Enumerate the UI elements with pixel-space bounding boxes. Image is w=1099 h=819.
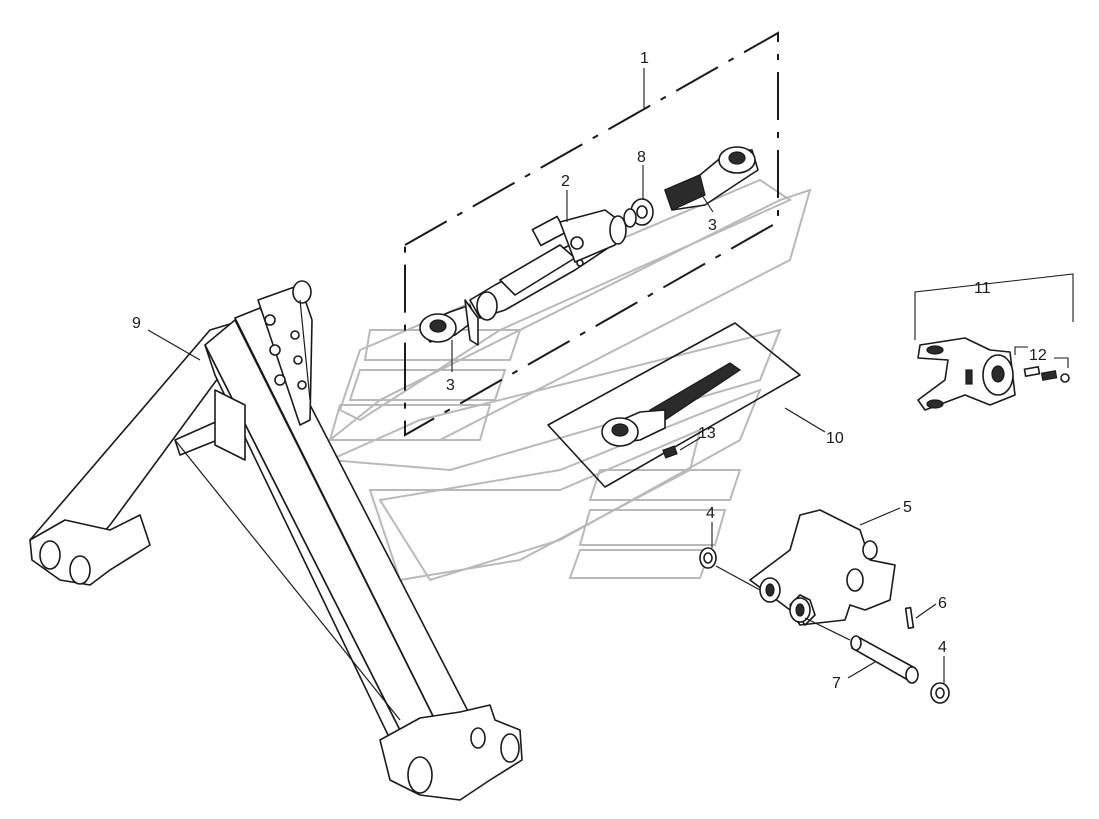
- callout-7: 7: [832, 675, 841, 692]
- callout-4-right: 4: [938, 639, 947, 656]
- callout-8: 8: [637, 149, 646, 166]
- callout-1: 1: [640, 50, 649, 67]
- ball-joint-right: [664, 146, 759, 211]
- callout-4-left: 4: [706, 505, 715, 522]
- group-10-boundary: [547, 322, 801, 488]
- leader-10: [784, 407, 826, 433]
- top-link-body: [459, 209, 627, 321]
- bolt-and-spring: [1023, 366, 1070, 383]
- grease-nipple: [662, 445, 678, 459]
- callout-3-right: 3: [708, 217, 717, 234]
- callout-6: 6: [938, 595, 947, 612]
- callout-11: 11: [974, 280, 991, 297]
- ball-joint-left: [419, 299, 479, 346]
- leader-9: [147, 329, 201, 361]
- group-11-boundary: [914, 273, 1074, 340]
- threaded-rod-end: [601, 362, 742, 447]
- callout-9: 9: [132, 315, 141, 332]
- leader-3-right: [699, 191, 714, 213]
- leader-5: [859, 507, 901, 526]
- pin: [850, 635, 919, 684]
- callout-3-left: 3: [446, 377, 455, 394]
- a-frame: [29, 280, 523, 801]
- mounting-bracket: [749, 509, 896, 626]
- cotter-pin: [904, 606, 915, 629]
- group-1-boundary: [404, 31, 779, 437]
- bracket-12: [1014, 346, 1028, 355]
- callout-12: 12: [1029, 347, 1047, 364]
- callout-10: 10: [826, 430, 844, 447]
- callout-5: 5: [903, 499, 912, 516]
- callout-2: 2: [561, 173, 570, 190]
- callout-13: 13: [698, 425, 716, 442]
- nut: [623, 198, 654, 228]
- bracket-12-right: [1054, 357, 1069, 368]
- yoke: [917, 337, 1016, 411]
- leader-6: [915, 603, 937, 619]
- leader-7: [847, 661, 876, 679]
- leader-13: [679, 437, 701, 451]
